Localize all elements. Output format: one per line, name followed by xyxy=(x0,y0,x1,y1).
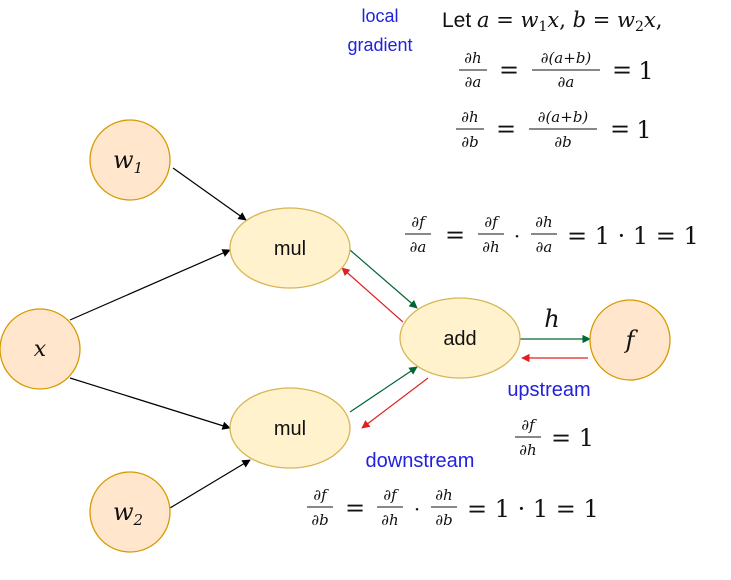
svg-text:∂h: ∂h xyxy=(461,108,478,126)
equation-df-dh: ∂f ∂h = 1 xyxy=(515,416,594,459)
node-x: x xyxy=(0,308,81,390)
svg-text:∂f: ∂f xyxy=(313,486,329,504)
node-mul-bottom: mul xyxy=(229,387,351,469)
backward-edge-add-to-mul-top xyxy=(341,267,404,323)
svg-text:∂a: ∂a xyxy=(410,238,427,256)
svg-text:∂h: ∂h xyxy=(482,238,499,256)
svg-text:∂b: ∂b xyxy=(311,511,328,529)
svg-text:∂a: ∂a xyxy=(465,73,482,91)
equation-df-da: ∂f ∂a = ∂f ∂h · ∂h ∂a = 1 · 1 = 1 xyxy=(405,213,699,256)
svg-text:=: = xyxy=(612,56,632,84)
equation-df-db: ∂f ∂b = ∂f ∂h · ∂h ∂b = 1 · 1 = 1 xyxy=(307,486,599,529)
node-mul-top: mul xyxy=(229,207,351,289)
svg-text:∂b: ∂b xyxy=(435,511,452,529)
svg-text:=: = xyxy=(499,56,519,84)
svg-text:=: = xyxy=(345,494,365,522)
node-w2: w2 xyxy=(89,471,171,553)
svg-text:∂b: ∂b xyxy=(461,133,478,151)
svg-text:1: 1 xyxy=(636,116,651,144)
svg-text:·: · xyxy=(514,224,520,248)
svg-text:= 1 · 1 = 1: = 1 · 1 = 1 xyxy=(567,222,699,250)
svg-text:= 1: = 1 xyxy=(551,424,594,452)
annotation-gradient: gradient xyxy=(347,35,412,55)
svg-text:·: · xyxy=(414,497,420,521)
svg-text:add: add xyxy=(443,328,476,350)
svg-text:mul: mul xyxy=(274,238,306,260)
annotation-upstream: upstream xyxy=(507,379,590,401)
node-add: add xyxy=(399,297,521,379)
edge-label-h: h xyxy=(544,305,559,333)
svg-text:∂h: ∂h xyxy=(464,49,481,67)
svg-text:∂a: ∂a xyxy=(558,73,575,91)
forward-edge-mul-bottom-to-add xyxy=(349,366,418,413)
equation-dh-da: ∂h ∂a = ∂(a+b) ∂a = 1 xyxy=(459,49,654,91)
svg-text:∂f: ∂f xyxy=(411,213,427,231)
svg-text:∂f: ∂f xyxy=(383,486,399,504)
svg-text:=: = xyxy=(610,115,630,143)
equation-dh-db: ∂h ∂b = ∂(a+b) ∂b = 1 xyxy=(456,108,652,151)
svg-text:∂a: ∂a xyxy=(536,238,553,256)
edge-w2-to-mul-bottom xyxy=(169,459,251,509)
svg-text:w1: w1 xyxy=(113,146,143,177)
svg-text:∂h: ∂h xyxy=(535,213,552,231)
svg-text:=: = xyxy=(496,115,516,143)
svg-text:x: x xyxy=(34,337,47,362)
node-f: f xyxy=(589,299,671,381)
svg-text:=: = xyxy=(445,221,465,249)
svg-text:∂h: ∂h xyxy=(435,486,452,504)
svg-text:w2: w2 xyxy=(113,498,143,529)
equation-let: Let a = w1x, b = w2x, xyxy=(442,8,662,35)
edge-x-to-mul-top xyxy=(69,249,231,321)
edge-w1-to-mul-top xyxy=(172,167,247,221)
edge-x-to-mul-bottom xyxy=(69,377,231,430)
forward-edge-mul-top-to-add xyxy=(349,249,418,309)
svg-text:∂f: ∂f xyxy=(484,213,500,231)
svg-text:mul: mul xyxy=(274,418,306,440)
svg-text:∂h: ∂h xyxy=(381,511,398,529)
backward-edge-add-to-mul-bottom xyxy=(361,377,429,429)
svg-text:∂(a+b): ∂(a+b) xyxy=(541,49,592,67)
annotation-local: local xyxy=(361,6,398,26)
svg-text:∂(a+b): ∂(a+b) xyxy=(538,108,589,126)
svg-text:∂f: ∂f xyxy=(521,416,537,434)
node-w1: w1 xyxy=(89,119,171,201)
annotation-downstream: downstream xyxy=(366,450,475,472)
svg-text:= 1 · 1 = 1: = 1 · 1 = 1 xyxy=(467,495,599,523)
svg-text:1: 1 xyxy=(638,57,653,85)
svg-text:∂b: ∂b xyxy=(554,133,571,151)
svg-text:∂h: ∂h xyxy=(519,441,536,459)
